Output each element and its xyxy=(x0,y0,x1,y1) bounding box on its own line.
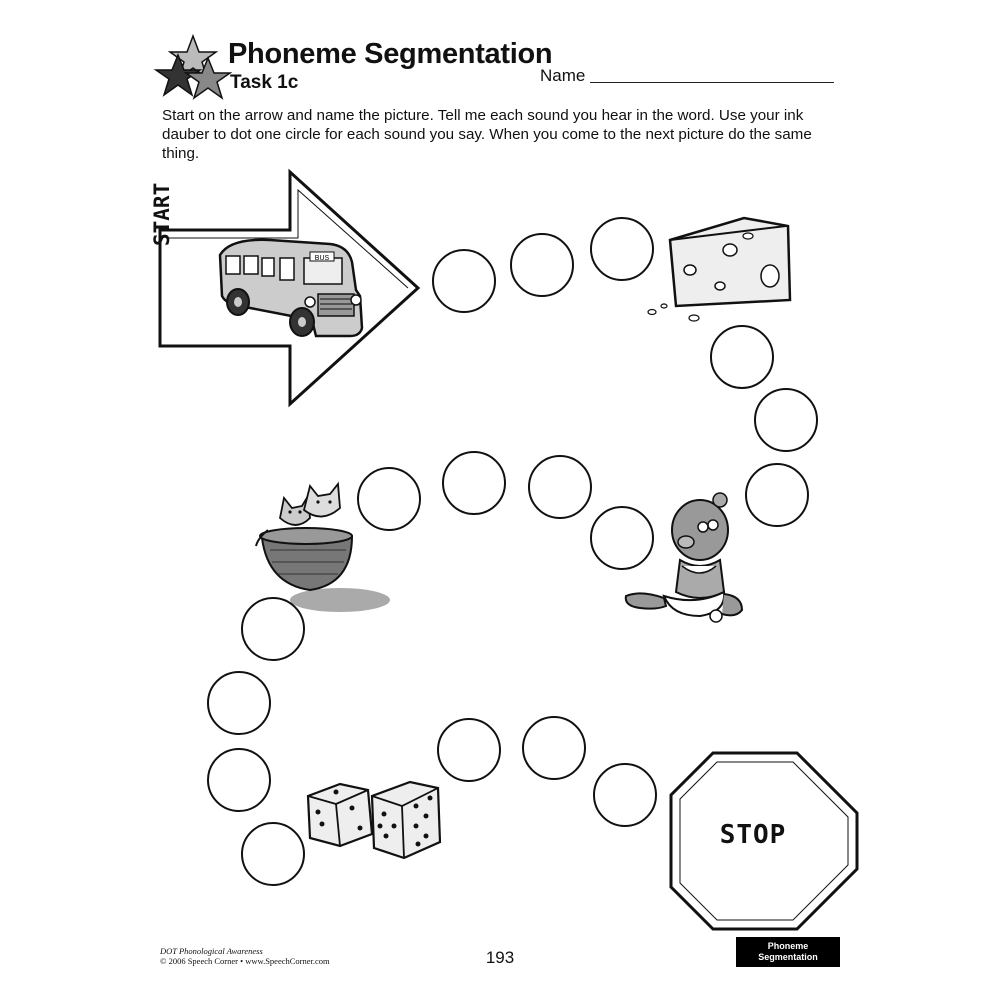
dot-circle[interactable] xyxy=(754,388,818,452)
dot-circle[interactable] xyxy=(432,249,496,313)
badge-line-1: Phoneme xyxy=(767,941,809,951)
dot-circle[interactable] xyxy=(357,467,421,531)
name-field[interactable] xyxy=(590,82,834,83)
copyright-text: © 2006 Speech Corner • www.SpeechCorner.… xyxy=(160,956,330,966)
book-title: DOT Phonological Awareness xyxy=(160,946,263,956)
section-badge: Phoneme Segmentation xyxy=(736,937,840,967)
dot-circle[interactable] xyxy=(745,463,809,527)
dot-circle[interactable] xyxy=(442,451,506,515)
dot-circle[interactable] xyxy=(207,671,271,735)
dot-circle[interactable] xyxy=(522,716,586,780)
stop-label: STOP xyxy=(719,820,787,850)
dot-circle[interactable] xyxy=(593,763,657,827)
dot-circle[interactable] xyxy=(590,217,654,281)
badge-line-2: Segmentation xyxy=(758,952,818,962)
dot-circle[interactable] xyxy=(241,822,305,886)
dot-circle[interactable] xyxy=(207,748,271,812)
footer-credits: DOT Phonological Awareness © 2006 Speech… xyxy=(160,946,330,966)
task-subtitle: Task 1c xyxy=(230,72,299,93)
dot-circle[interactable] xyxy=(510,233,574,297)
page-number: 193 xyxy=(485,948,515,967)
dot-circle[interactable] xyxy=(590,506,654,570)
bus-sign: BUS xyxy=(315,255,330,262)
dot-circle[interactable] xyxy=(437,718,501,782)
page-title: Phoneme Segmentation xyxy=(228,38,553,70)
name-label: Name xyxy=(540,66,586,85)
dot-circle[interactable] xyxy=(528,455,592,519)
instructions-text: Start on the arrow and name the picture.… xyxy=(162,107,812,162)
dot-circle[interactable] xyxy=(241,597,305,661)
dot-circle[interactable] xyxy=(710,325,774,389)
